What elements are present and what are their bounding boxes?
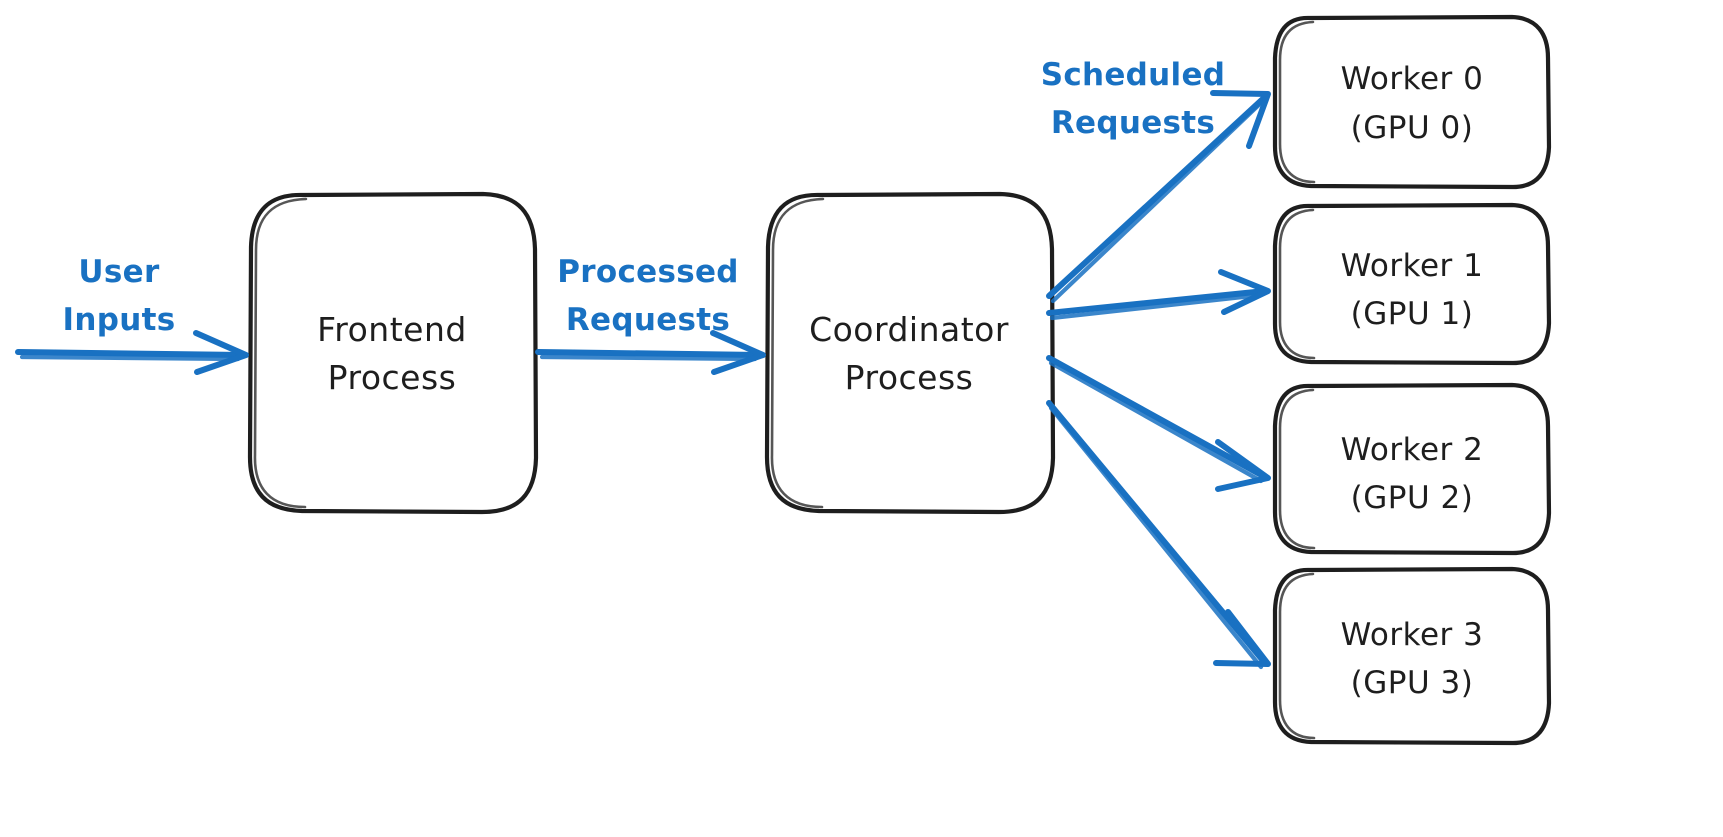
processed-requests-line2: Requests [566, 302, 730, 338]
worker0-box-outline [1272, 14, 1552, 190]
frontend-box-outline [247, 191, 539, 515]
coordinator-to-worker1-line-sketch [1049, 292, 1264, 321]
frontend-box-sketch [253, 197, 308, 509]
coordinator-to-worker0-line [1046, 94, 1268, 299]
coordinator-to-worker3-line-sketch [1048, 405, 1264, 670]
worker2-label-line2: (GPU 2) [1351, 480, 1474, 516]
coordinator-to-worker1-arrowhead [1218, 269, 1271, 315]
processed-requests-line1: Processed [557, 254, 739, 290]
coordinator-to-worker3-arrowhead [1213, 609, 1271, 667]
label-scheduled-requests: Scheduled Requests [1041, 57, 1226, 141]
frontend-to-coordinator-arrowhead [710, 330, 766, 375]
worker3-box-outline [1272, 566, 1552, 746]
user-to-frontend-arrowhead [193, 330, 249, 375]
worker0-label-line2: (GPU 0) [1351, 110, 1474, 146]
edge-coordinator-to-worker1 [1046, 269, 1271, 321]
frontend-to-coordinator-line-sketch [539, 354, 758, 362]
node-coordinator-process[interactable]: Coordinator Process [764, 191, 1056, 515]
worker0-box-sketch [1278, 20, 1316, 184]
user-inputs-line2: Inputs [63, 302, 176, 338]
coordinator-to-worker1-line [1046, 288, 1268, 316]
coordinator-to-worker2-line [1046, 355, 1268, 480]
label-processed-requests: Processed Requests [557, 254, 739, 338]
node-worker-1[interactable]: Worker 1 (GPU 1) [1272, 202, 1552, 366]
worker3-label-line2: (GPU 3) [1351, 665, 1474, 701]
frontend-label-line2: Process [328, 358, 457, 397]
edge-coordinator-to-worker3 [1046, 400, 1271, 670]
user-to-frontend-line [15, 349, 246, 358]
scheduled-requests-line1: Scheduled [1041, 57, 1226, 93]
frontend-label-line1: Frontend [317, 310, 467, 349]
worker1-label-line2: (GPU 1) [1351, 296, 1474, 332]
worker3-label-line1: Worker 3 [1341, 617, 1484, 653]
worker2-box-sketch [1278, 388, 1316, 550]
node-worker-0[interactable]: Worker 0 (GPU 0) [1272, 14, 1552, 190]
coordinator-box-outline [764, 191, 1056, 515]
worker1-box-sketch [1278, 208, 1316, 360]
edge-user-to-frontend [15, 330, 249, 375]
edge-coordinator-to-worker2 [1046, 355, 1271, 492]
coordinator-box-sketch [770, 197, 825, 509]
node-frontend-process[interactable]: Frontend Process [247, 191, 539, 515]
frontend-to-coordinator-line [535, 349, 763, 358]
coordinator-to-worker3-line [1046, 400, 1268, 666]
coordinator-label-line2: Process [845, 358, 974, 397]
label-user-inputs: User Inputs [63, 254, 176, 338]
node-worker-3[interactable]: Worker 3 (GPU 3) [1272, 566, 1552, 746]
user-to-frontend-line-sketch [19, 354, 241, 362]
coordinator-to-worker0-arrowhead [1210, 90, 1271, 149]
edge-coordinator-to-worker0 [1046, 90, 1271, 304]
node-worker-2[interactable]: Worker 2 (GPU 2) [1272, 382, 1552, 556]
worker0-label-line1: Worker 0 [1341, 61, 1484, 97]
worker1-label-line1: Worker 1 [1341, 248, 1484, 284]
worker2-box-outline [1272, 382, 1552, 556]
coordinator-to-worker0-line-sketch [1050, 99, 1265, 304]
worker3-box-sketch [1278, 572, 1316, 740]
coordinator-to-worker2-arrowhead [1215, 439, 1271, 492]
worker2-label-line1: Worker 2 [1341, 432, 1484, 468]
coordinator-to-worker2-line-sketch [1048, 360, 1264, 484]
worker1-box-outline [1272, 202, 1552, 366]
coordinator-label-line1: Coordinator [809, 310, 1009, 349]
scheduled-requests-line2: Requests [1051, 105, 1215, 141]
user-inputs-line1: User [78, 254, 160, 290]
edge-frontend-to-coordinator [535, 330, 766, 375]
